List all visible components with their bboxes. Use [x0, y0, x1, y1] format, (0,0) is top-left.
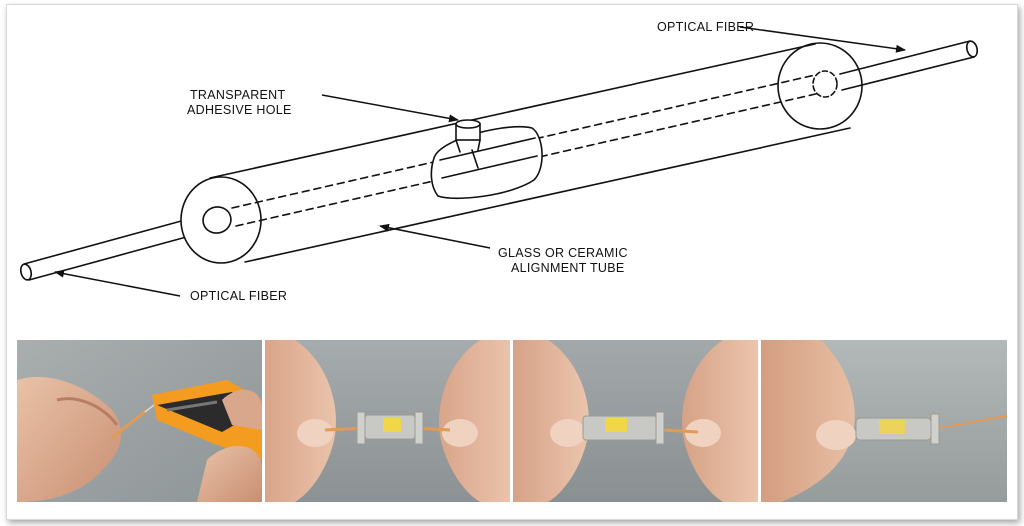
photo-closing-splice	[513, 340, 758, 502]
adhesive-hole	[430, 119, 543, 200]
label-adhesive-line2: ADHESIVE HOLE	[187, 103, 292, 117]
photo-completed-splice	[761, 340, 1007, 502]
photo-strip	[17, 340, 1007, 502]
label-optical-fiber-bottom: OPTICAL FIBER	[190, 289, 287, 303]
label-adhesive-line1: TRANSPARENT	[190, 88, 286, 102]
mechanical-splice-diagram: OPTICAL FIBER TRANSPARENT ADHESIVE HOLE …	[19, 20, 979, 303]
label-tube-line2: ALIGNMENT TUBE	[511, 261, 624, 275]
left-fiber	[19, 216, 202, 281]
alignment-tube	[180, 42, 863, 264]
photo-stripping-fiber	[17, 340, 262, 502]
right-fiber	[839, 40, 979, 91]
photo-inserting-fiber	[265, 340, 510, 502]
label-tube-line1: GLASS OR CERAMIC	[498, 246, 628, 260]
label-optical-fiber-top: OPTICAL FIBER	[657, 20, 754, 34]
